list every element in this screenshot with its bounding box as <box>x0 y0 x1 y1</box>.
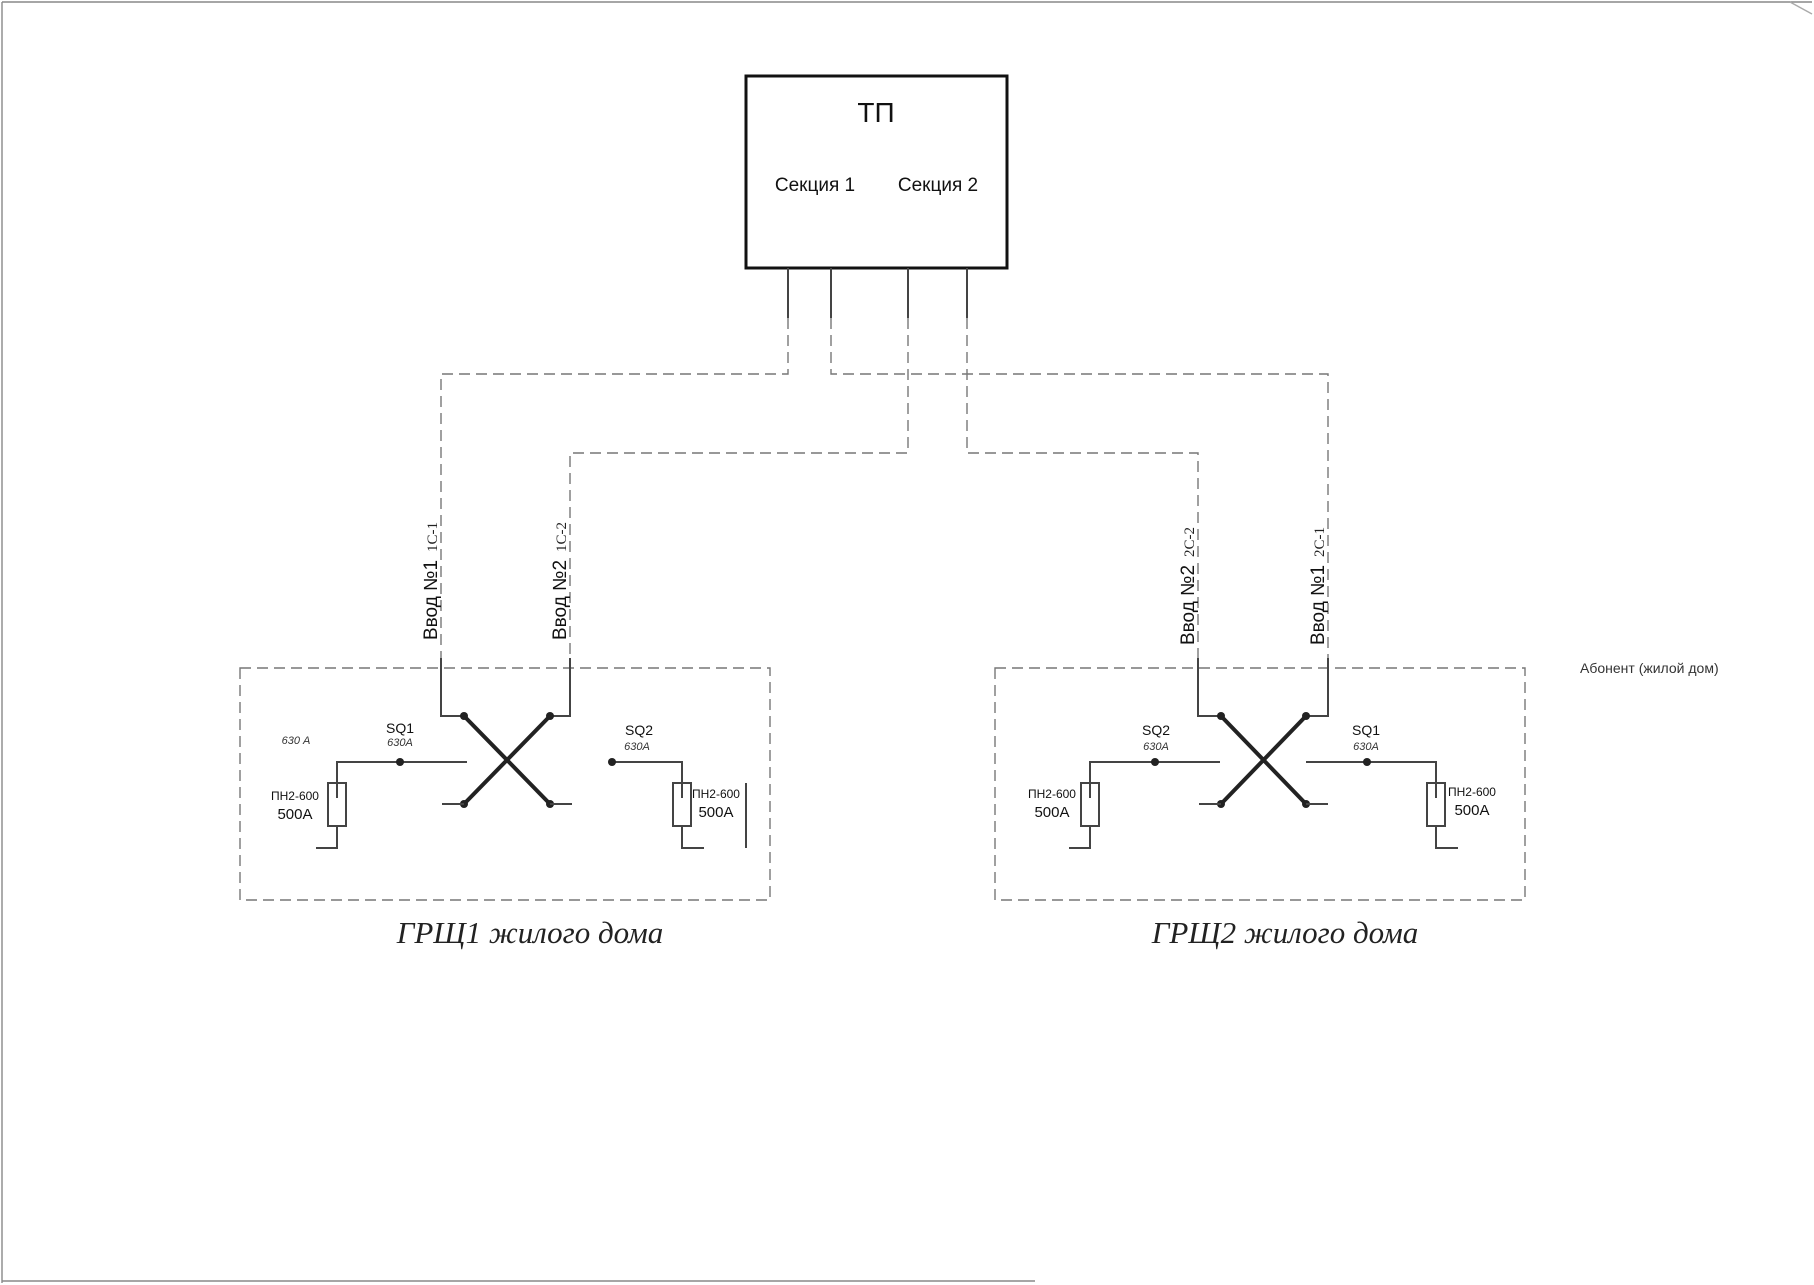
grsh2-sq2-rating: 630А <box>1143 741 1169 753</box>
tp-title: ТП <box>857 97 894 128</box>
tp-box <box>744 74 1009 270</box>
grsh2-sq1-label: SQ1 <box>1352 722 1380 738</box>
grsh1-caption: ГРЩ1 жилого дома <box>396 915 664 950</box>
cable-routes <box>440 318 1329 658</box>
grsh1-sq2-rating: 630А <box>624 741 650 753</box>
grsh1-boundary <box>239 667 771 901</box>
grsh2-boundary <box>994 667 1526 901</box>
grsh2-panel: SQ2 630А ПН2-600 500А SQ1 630А ПН2-600 5… <box>994 658 1526 950</box>
subscriber-label: Абонент (жилой дом) <box>1580 660 1719 676</box>
grsh1-sq1-label: SQ1 <box>386 720 414 736</box>
grsh2-caption: ГРЩ2 жилого дома <box>1151 915 1419 950</box>
grsh1-input2-label: Ввод №21С-2 <box>550 522 571 640</box>
grsh1-sq1-rating: 630А <box>387 737 413 749</box>
grsh1-fuse-right-rating: 500А <box>698 804 733 821</box>
grsh1-fuse-right-type: ПН2-600 <box>692 787 740 801</box>
grsh1-note-630: 630 А <box>282 735 311 747</box>
grsh2-sq2-label: SQ2 <box>1142 722 1170 738</box>
cable-1c-2 <box>569 318 909 658</box>
grsh1-input1-label: Ввод №11С-1 <box>421 522 442 640</box>
grsh1-fuse-left-type: ПН2-600 <box>271 789 319 803</box>
grsh2-sq1-rating: 630А <box>1353 741 1379 753</box>
grsh2-fuse-right-rating: 500А <box>1454 802 1489 819</box>
feeder-labels: Ввод №11С-1 Ввод №21С-2 Ввод №22С-2 Ввод… <box>421 522 1329 645</box>
tp-section-1: Секция 1 <box>775 175 855 196</box>
tp-section-2: Секция 2 <box>898 175 978 196</box>
cable-2c-2 <box>966 318 1199 658</box>
cable-1c-1 <box>440 318 789 658</box>
cable-2c-1 <box>830 318 1329 658</box>
grsh1-sq2-label: SQ2 <box>625 722 653 738</box>
grsh2-input1-label: Ввод №12С-1 <box>1308 527 1329 645</box>
grsh1-panel: SQ1 630А 630 А ПН2-600 500А SQ2 630А ПН2… <box>239 658 771 950</box>
grsh2-input2-label: Ввод №22С-2 <box>1178 527 1199 645</box>
tp-substation: ТП Секция 1 Секция 2 <box>744 74 1009 318</box>
grsh2-fuse-left-type: ПН2-600 <box>1028 787 1076 801</box>
grsh2-fuse-left-rating: 500А <box>1034 804 1069 821</box>
grsh1-fuse-left-rating: 500А <box>277 806 312 823</box>
grsh2-fuse-right-type: ПН2-600 <box>1448 785 1496 799</box>
